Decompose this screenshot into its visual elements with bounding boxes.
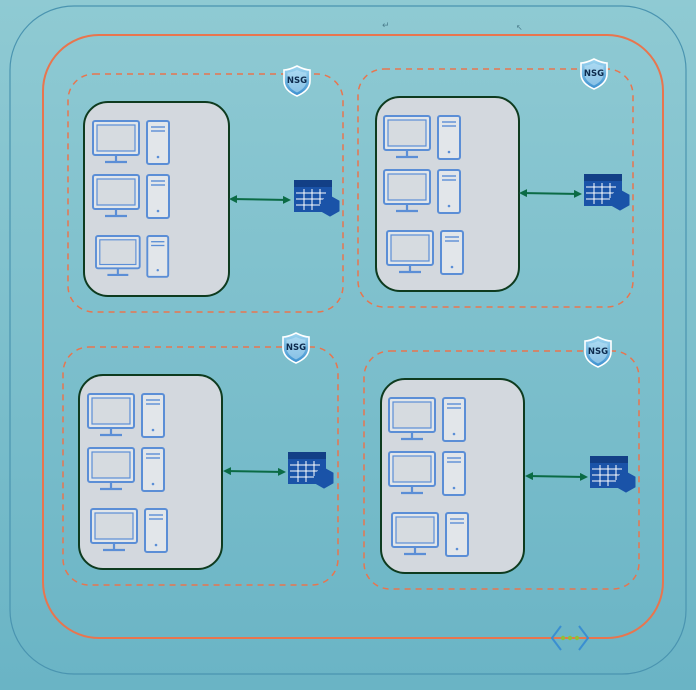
subnet-boundary bbox=[62, 346, 339, 586]
nsg-label: NSG bbox=[286, 343, 306, 353]
double-arrow-icon bbox=[229, 195, 291, 204]
subnet-3: NSG bbox=[62, 332, 339, 586]
subnet-4: NSG bbox=[363, 336, 640, 590]
subnet-2: NSG bbox=[357, 58, 634, 308]
subnet-boundary bbox=[357, 68, 634, 308]
nsg-label: NSG bbox=[584, 69, 604, 79]
nsg-label: NSG bbox=[588, 347, 608, 357]
double-arrow-icon bbox=[519, 189, 582, 198]
cursor-glyph: ↖ bbox=[516, 23, 523, 32]
return-glyph: ↵ bbox=[382, 21, 390, 31]
subnet-boundary bbox=[363, 350, 640, 590]
subnet-boundary bbox=[67, 73, 344, 313]
nsg-label: NSG bbox=[287, 76, 307, 86]
double-arrow-icon bbox=[223, 467, 286, 476]
subnet-1: NSG bbox=[67, 65, 344, 313]
double-arrow-icon bbox=[525, 472, 588, 481]
outer-boundary bbox=[9, 5, 687, 675]
vnet-peering-icon bbox=[550, 625, 590, 651]
vnet-boundary bbox=[42, 34, 664, 639]
